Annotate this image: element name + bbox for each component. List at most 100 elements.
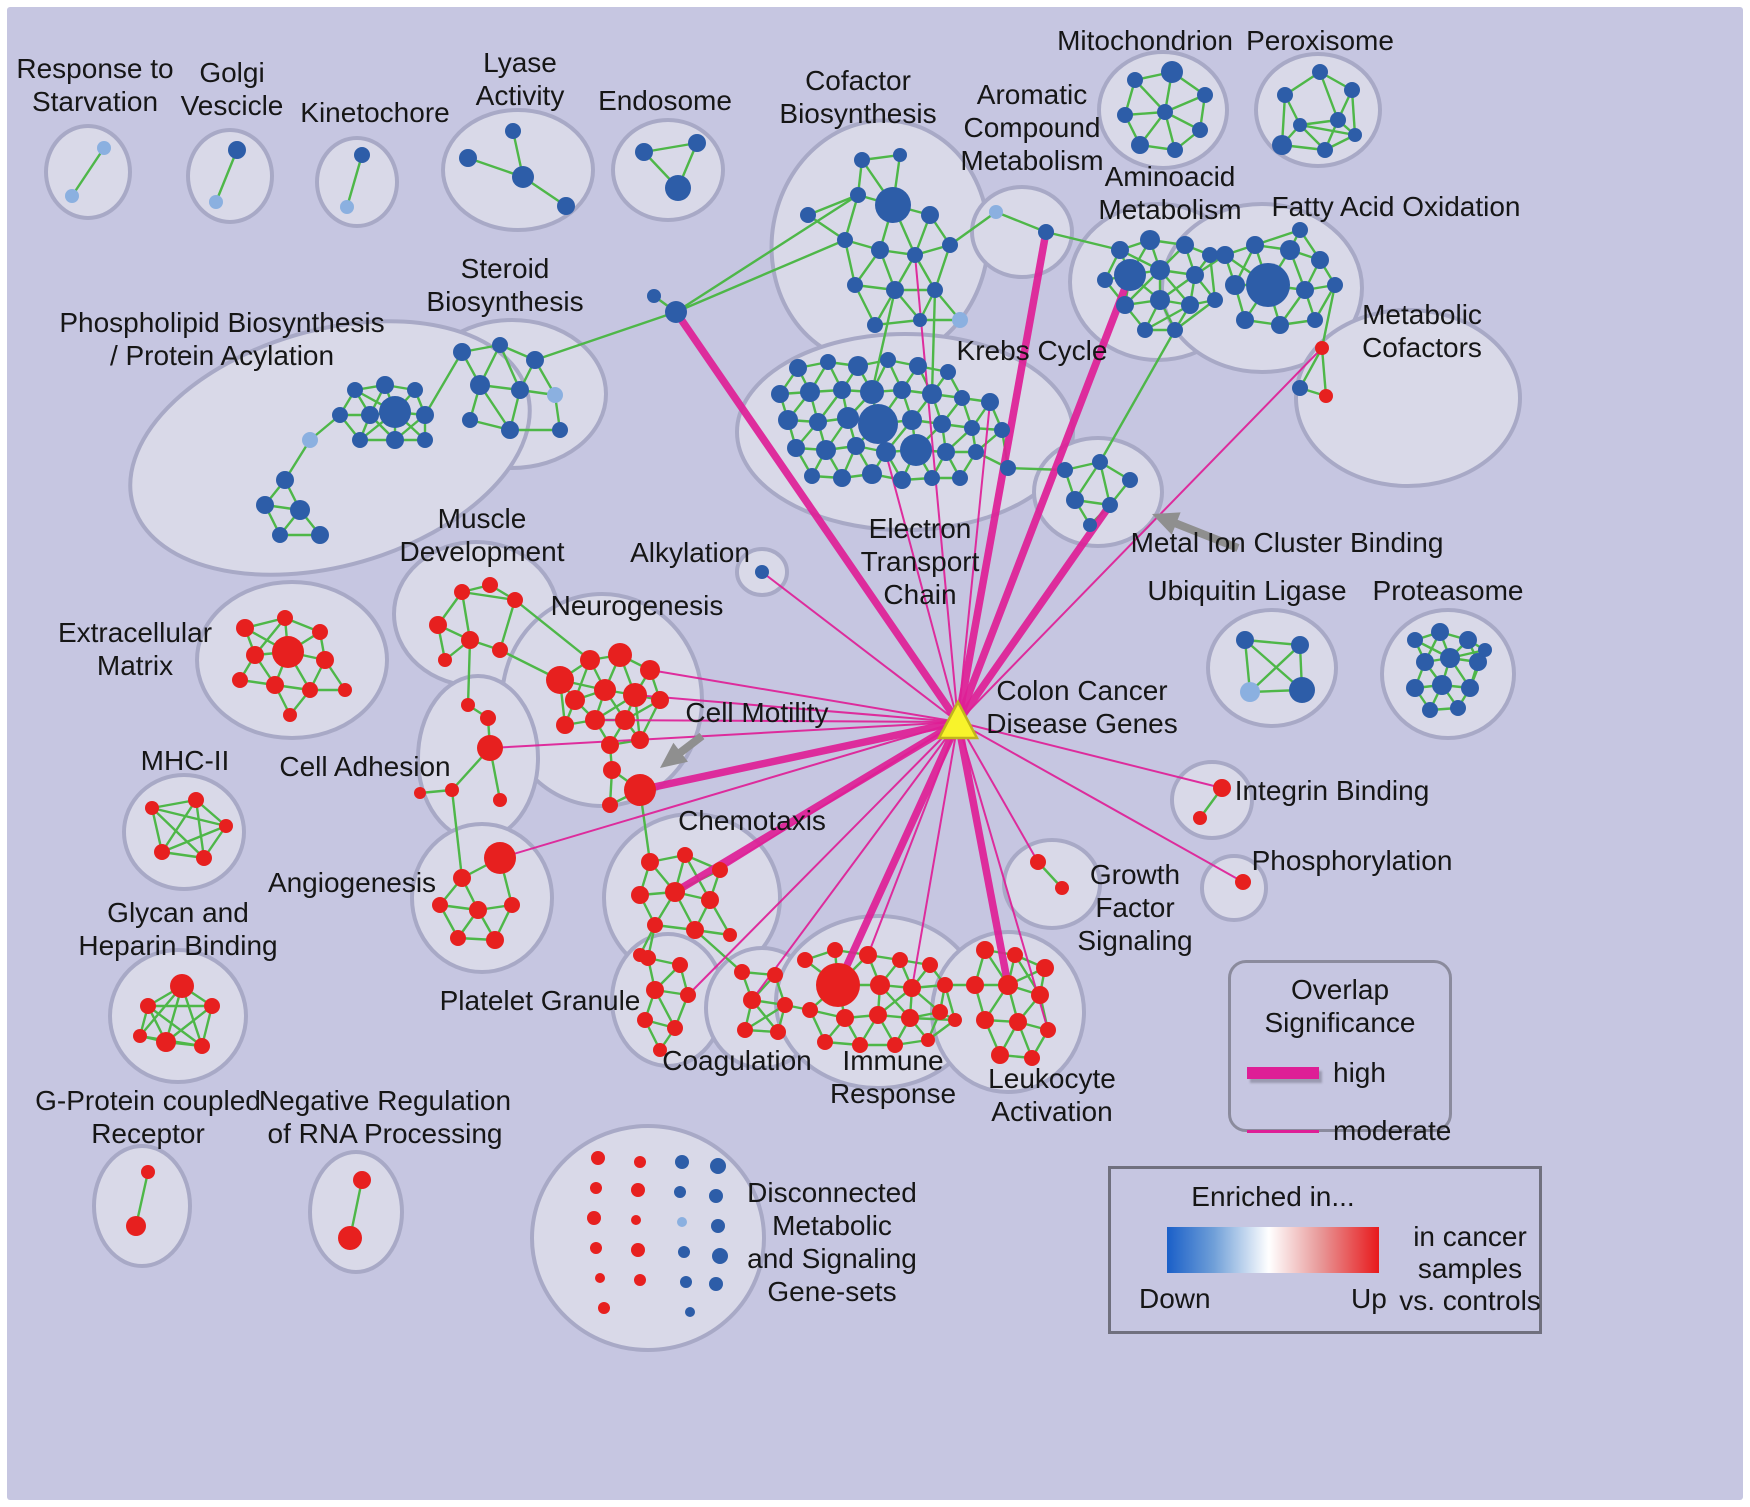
disconnected-gene-sets-node [709,1277,723,1291]
mhc-ii-edge [160,799,198,853]
mhc-ii-node [219,819,233,833]
immune-response-node [836,1009,854,1027]
electron-transport-chain-node [778,410,798,430]
overlap-legend-title: Overlap Significance [1231,973,1449,1039]
chemotaxis-node [686,921,704,939]
proteasome-node [1478,643,1492,657]
mitochondrion-node [1167,142,1183,158]
disconnected-gene-sets-node [680,1276,692,1288]
neurogenesis-node [594,679,616,701]
neurogenesis-node [546,666,574,694]
overlap-edge-high [639,718,959,794]
fatty-acid-oxidation-node [1296,281,1314,299]
intercluster-edge [694,929,743,973]
mhc-ii-edge [151,806,227,828]
phospholipid-biosynthesis-protein-acylation-node [352,432,368,448]
alkylation-node [755,565,769,579]
ubiquitin-ligase-node [1240,682,1260,702]
disconnected-gene-sets-node [591,1151,605,1165]
ubiquitin-ligase-edge [1249,644,1301,693]
aminoacid-metabolism-node [1097,272,1113,288]
disconnected-gene-sets-node [634,1274,646,1286]
muscle-development-node [461,631,479,649]
phospholipid-biosynthesis-protein-acylation-node [376,376,394,394]
electron-transport-chain-node [994,422,1010,438]
overlap-edge-moderate [499,721,959,859]
glycan-heparin-binding-node [170,974,194,998]
proteasome-node [1459,631,1477,649]
golgi-vescicle-group-ellipse [186,128,274,224]
chemotaxis-node [712,862,728,878]
immune-response-node [932,1004,948,1020]
glycan-heparin-binding-group-ellipse [108,948,248,1084]
cell-adhesion-node [445,783,459,797]
metabolic-cofactors-node [1292,380,1308,396]
g-protein-coupled-receptor-node [126,1216,146,1236]
aminoacid-metabolism-node [1202,247,1218,263]
extracellular-matrix-node [272,636,304,668]
golgi-vescicle-edge [214,149,239,203]
overlap-edge-moderate [877,423,959,723]
steroid-biosynthesis-node [552,422,568,438]
krebs-cycle-label: Krebs Cycle [957,335,1108,366]
proteasome-node [1406,679,1424,697]
overlap-edge-moderate [634,694,959,723]
peroxisome-node [1317,142,1333,158]
disconnected-gene-sets-node [631,1243,645,1257]
intercluster-edge [675,193,859,314]
disconnected-gene-sets-node [631,1215,641,1225]
immune-response-node [903,979,921,997]
disconnected-gene-sets-node [712,1248,728,1264]
phospholipid-biosynthesis-protein-acylation-node [256,496,274,514]
immune-response-node [922,957,938,973]
aromatic-compound-metabolism-node [1038,224,1054,240]
electron-transport-chain-node [862,464,882,484]
platelet-granule-node [640,950,656,966]
electron-transport-chain-node [789,359,807,377]
chemotaxis-node [647,917,663,933]
peroxisome-node [1344,82,1360,98]
metal-ion-cluster-binding-arrowhead [1152,512,1181,535]
moderate-significance-label: moderate [1333,1115,1452,1146]
intercluster-edge [949,211,997,246]
angiogenesis-node [450,930,466,946]
steroid-biosynthesis-node [470,375,490,395]
steroid-biosynthesis-node [526,351,544,369]
cofactor-biosynthesis-node [886,281,904,299]
metal-ion-cluster-binding-node [1057,462,1073,478]
overlap-edge-moderate [687,721,959,996]
disconnected-gene-sets-node [677,1217,687,1227]
fatty-acid-oxidation-node [1311,251,1329,269]
phospholipid-biosynthesis-protein-acylation-label: Phospholipid Biosynthesis/ Protein Acyla… [59,307,384,371]
peroxisome-node [1272,135,1292,155]
steroid-biosynthesis-node [453,343,471,361]
immune-response-node [937,977,953,993]
cofactor-biosynthesis-node [871,241,889,259]
disconnected-gene-sets-node [590,1242,602,1254]
proteasome-node [1416,653,1434,671]
overlap-edge-moderate [914,254,959,723]
proteasome-node [1431,623,1449,641]
fatty-acid-oxidation-node [1236,311,1254,329]
markers-layer [660,512,1240,768]
angiogenesis-node [504,897,520,913]
electron-transport-chain-node [940,364,956,380]
golgi-vescicle-node [209,195,223,209]
disconnected-gene-sets-node [590,1182,602,1194]
mitochondrion-node [1157,104,1173,120]
overlap-edge-high [954,502,1114,725]
steroid-biosynthesis-node [462,412,478,428]
overlap-edge-moderate [957,721,1244,883]
leukocyte-activation-node [1040,1022,1056,1038]
electron-transport-chain-node [833,469,851,487]
phospholipid-biosynthesis-protein-acylation-node [417,432,433,448]
intercluster-edge [870,289,897,393]
